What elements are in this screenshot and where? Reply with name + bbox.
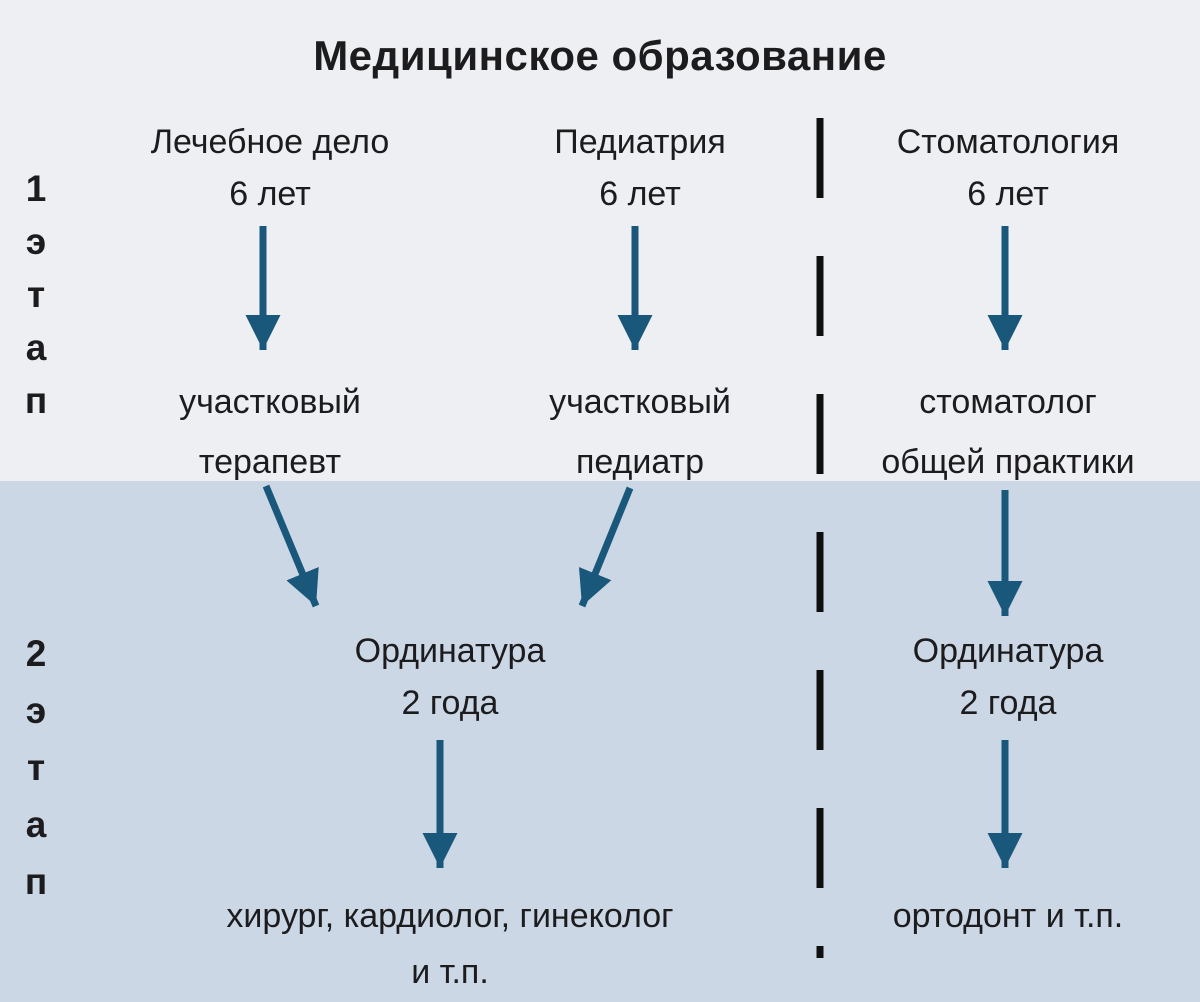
outcome-line: терапевт bbox=[198, 443, 342, 481]
stage2-label-char: 2 bbox=[25, 633, 47, 674]
program-name: Лечебное дело bbox=[150, 123, 390, 161]
outcome-uchastkovy-terapevt: участковый терапевт bbox=[95, 372, 445, 492]
outcome-line: участковый bbox=[179, 383, 361, 421]
stage1-label-char: п bbox=[24, 380, 48, 421]
residency-name: Ординатура bbox=[912, 632, 1104, 670]
outcome-line: педиатр bbox=[575, 443, 705, 481]
stage1-label-char: э bbox=[25, 221, 47, 262]
program-duration: 6 лет bbox=[967, 175, 1049, 213]
stage1-label-char: т bbox=[26, 274, 46, 315]
program-lechebnoe-delo: Лечебное дело 6 лет bbox=[95, 116, 445, 220]
program-pediatria: Педиатрия 6 лет bbox=[465, 116, 815, 220]
outcome-line: общей практики bbox=[881, 443, 1135, 481]
stage2-label-char: э bbox=[25, 690, 47, 731]
page-title: Медицинское образование bbox=[313, 32, 887, 79]
outcome-line: хирург, кардиолог, гинеколог bbox=[226, 897, 674, 935]
stage2-label-char: п bbox=[24, 861, 48, 902]
residency-duration: 2 года bbox=[401, 684, 499, 722]
outcome-stomatolog: стоматолог общей практики bbox=[833, 372, 1183, 492]
stage1-label-char: а bbox=[25, 327, 47, 368]
program-duration: 6 лет bbox=[599, 175, 681, 213]
residency-right: Ординатура 2 года bbox=[833, 625, 1183, 729]
stage1-background bbox=[0, 0, 1200, 481]
outcome-line: и т.п. bbox=[411, 953, 489, 991]
program-name: Педиатрия bbox=[554, 123, 726, 161]
outcome-uchastkovy-pediatr: участковый педиатр bbox=[465, 372, 815, 492]
outcome-line: ортодонт и т.п. bbox=[892, 897, 1124, 935]
program-duration: 6 лет bbox=[229, 175, 311, 213]
stage2-label-char: а bbox=[25, 804, 47, 845]
stage2-label-char: т bbox=[26, 747, 46, 788]
outcome-line: стоматолог bbox=[919, 383, 1097, 421]
stage2-label: 2 э т а п bbox=[16, 625, 56, 910]
program-name: Стоматология bbox=[896, 123, 1120, 161]
outcome-ortodont: ортодонт и т.п. bbox=[808, 888, 1200, 944]
program-stomatologia: Стоматология 6 лет bbox=[833, 116, 1183, 220]
outcome-line: участковый bbox=[549, 383, 731, 421]
outcome-specialists: хирург, кардиолог, гинеколог и т.п. bbox=[120, 888, 780, 1000]
residency-name: Ординатура bbox=[354, 632, 546, 670]
residency-duration: 2 года bbox=[959, 684, 1057, 722]
stage1-label-char: 1 bbox=[25, 168, 47, 209]
stage1-label: 1 э т а п bbox=[16, 162, 56, 427]
residency-left: Ординатура 2 года bbox=[275, 625, 625, 729]
